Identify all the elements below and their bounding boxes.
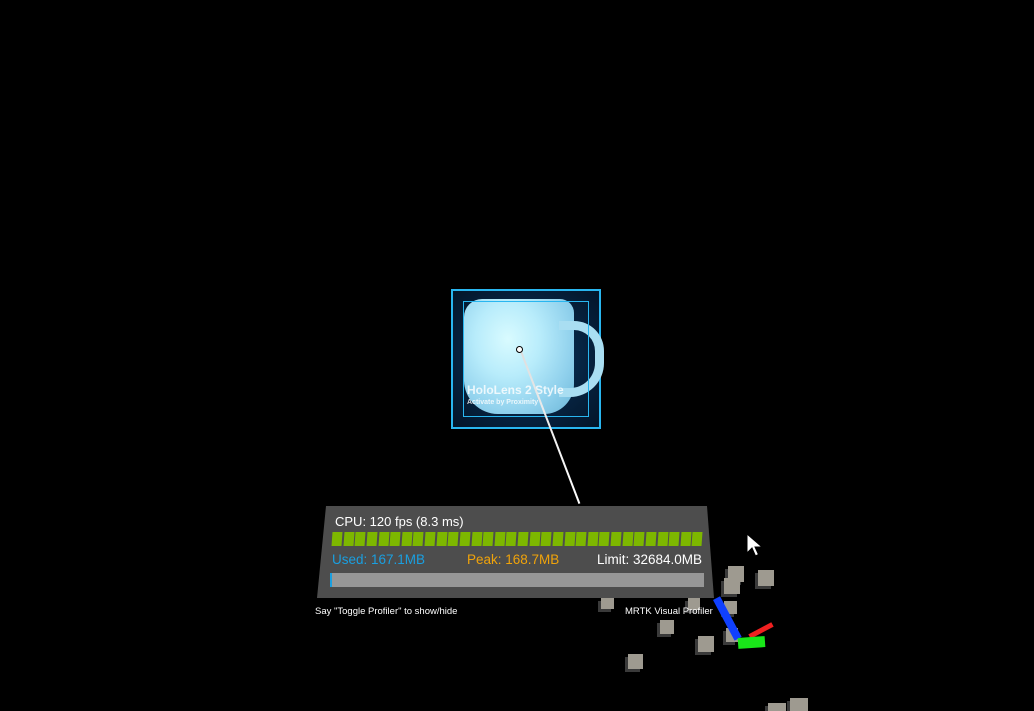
cube bbox=[768, 703, 786, 711]
memory-peak-label: Peak: 168.7MB bbox=[467, 552, 560, 567]
profiler-title: MRTK Visual Profiler bbox=[625, 606, 713, 617]
cube bbox=[790, 698, 808, 711]
frame-bar bbox=[633, 532, 645, 546]
frame-bar bbox=[343, 532, 354, 546]
frame-bar bbox=[680, 532, 691, 546]
frame-bar bbox=[389, 532, 401, 546]
frame-bar bbox=[354, 532, 366, 546]
frame-bar bbox=[657, 532, 668, 546]
coffee-mug-body bbox=[464, 299, 574, 414]
memory-used-label: Used: 167.1MB bbox=[332, 552, 426, 567]
frame-bar bbox=[622, 532, 633, 546]
cube bbox=[628, 654, 643, 669]
hologram-bounding-box[interactable]: HoloLens 2 Style Activate by Proximity bbox=[451, 289, 604, 429]
cube bbox=[724, 578, 740, 594]
memory-usage-bar bbox=[330, 573, 704, 587]
frame-bar bbox=[598, 532, 610, 546]
cube bbox=[688, 598, 700, 610]
bounding-box-inner-frame bbox=[463, 301, 589, 417]
frame-bar bbox=[424, 532, 436, 546]
memory-usage-fill bbox=[330, 573, 332, 587]
frame-bar bbox=[459, 532, 470, 546]
frame-bar bbox=[575, 532, 587, 546]
frame-bar bbox=[471, 532, 482, 546]
cube bbox=[698, 636, 714, 652]
frame-bar bbox=[412, 532, 424, 546]
frame-bar bbox=[447, 532, 459, 546]
frame-bar bbox=[378, 532, 389, 546]
frame-bar bbox=[540, 532, 552, 546]
visual-profiler-panel: CPU: 120 fps (8.3 ms) Used: 167.1MB Peak… bbox=[317, 506, 714, 598]
frame-bar bbox=[505, 532, 517, 546]
cube bbox=[758, 570, 774, 586]
frame-bar bbox=[587, 532, 598, 546]
frame-bar bbox=[401, 532, 412, 546]
frame-rate-bars bbox=[331, 532, 703, 546]
frame-bar bbox=[552, 532, 563, 546]
frame-bar bbox=[645, 532, 656, 546]
cube bbox=[660, 620, 674, 634]
frame-bar bbox=[436, 532, 447, 546]
frame-bar bbox=[366, 532, 377, 546]
gaze-cursor-icon bbox=[516, 346, 523, 353]
frame-bar bbox=[610, 532, 622, 546]
memory-limit-label: Limit: 32684.0MB bbox=[596, 552, 702, 567]
cpu-fps-label: CPU: 120 fps (8.3 ms) bbox=[335, 514, 464, 529]
frame-bar bbox=[668, 532, 680, 546]
coffee-mug-handle bbox=[559, 321, 604, 397]
y-axis-handle bbox=[737, 636, 766, 649]
frame-bar bbox=[482, 532, 494, 546]
cube bbox=[601, 598, 614, 609]
frame-bar bbox=[494, 532, 505, 546]
frame-bar bbox=[564, 532, 575, 546]
frame-bar bbox=[529, 532, 540, 546]
frame-bar bbox=[517, 532, 529, 546]
mouse-pointer-icon bbox=[746, 533, 764, 557]
frame-bar bbox=[691, 532, 703, 546]
frame-bar bbox=[331, 532, 343, 546]
hologram-subtitle: Activate by Proximity bbox=[467, 399, 539, 406]
memory-stats-row: Used: 167.1MB Peak: 168.7MB Limit: 32684… bbox=[332, 552, 702, 568]
profiler-voice-hint: Say "Toggle Profiler" to show/hide bbox=[315, 606, 458, 617]
hologram-title: HoloLens 2 Style bbox=[467, 383, 564, 397]
